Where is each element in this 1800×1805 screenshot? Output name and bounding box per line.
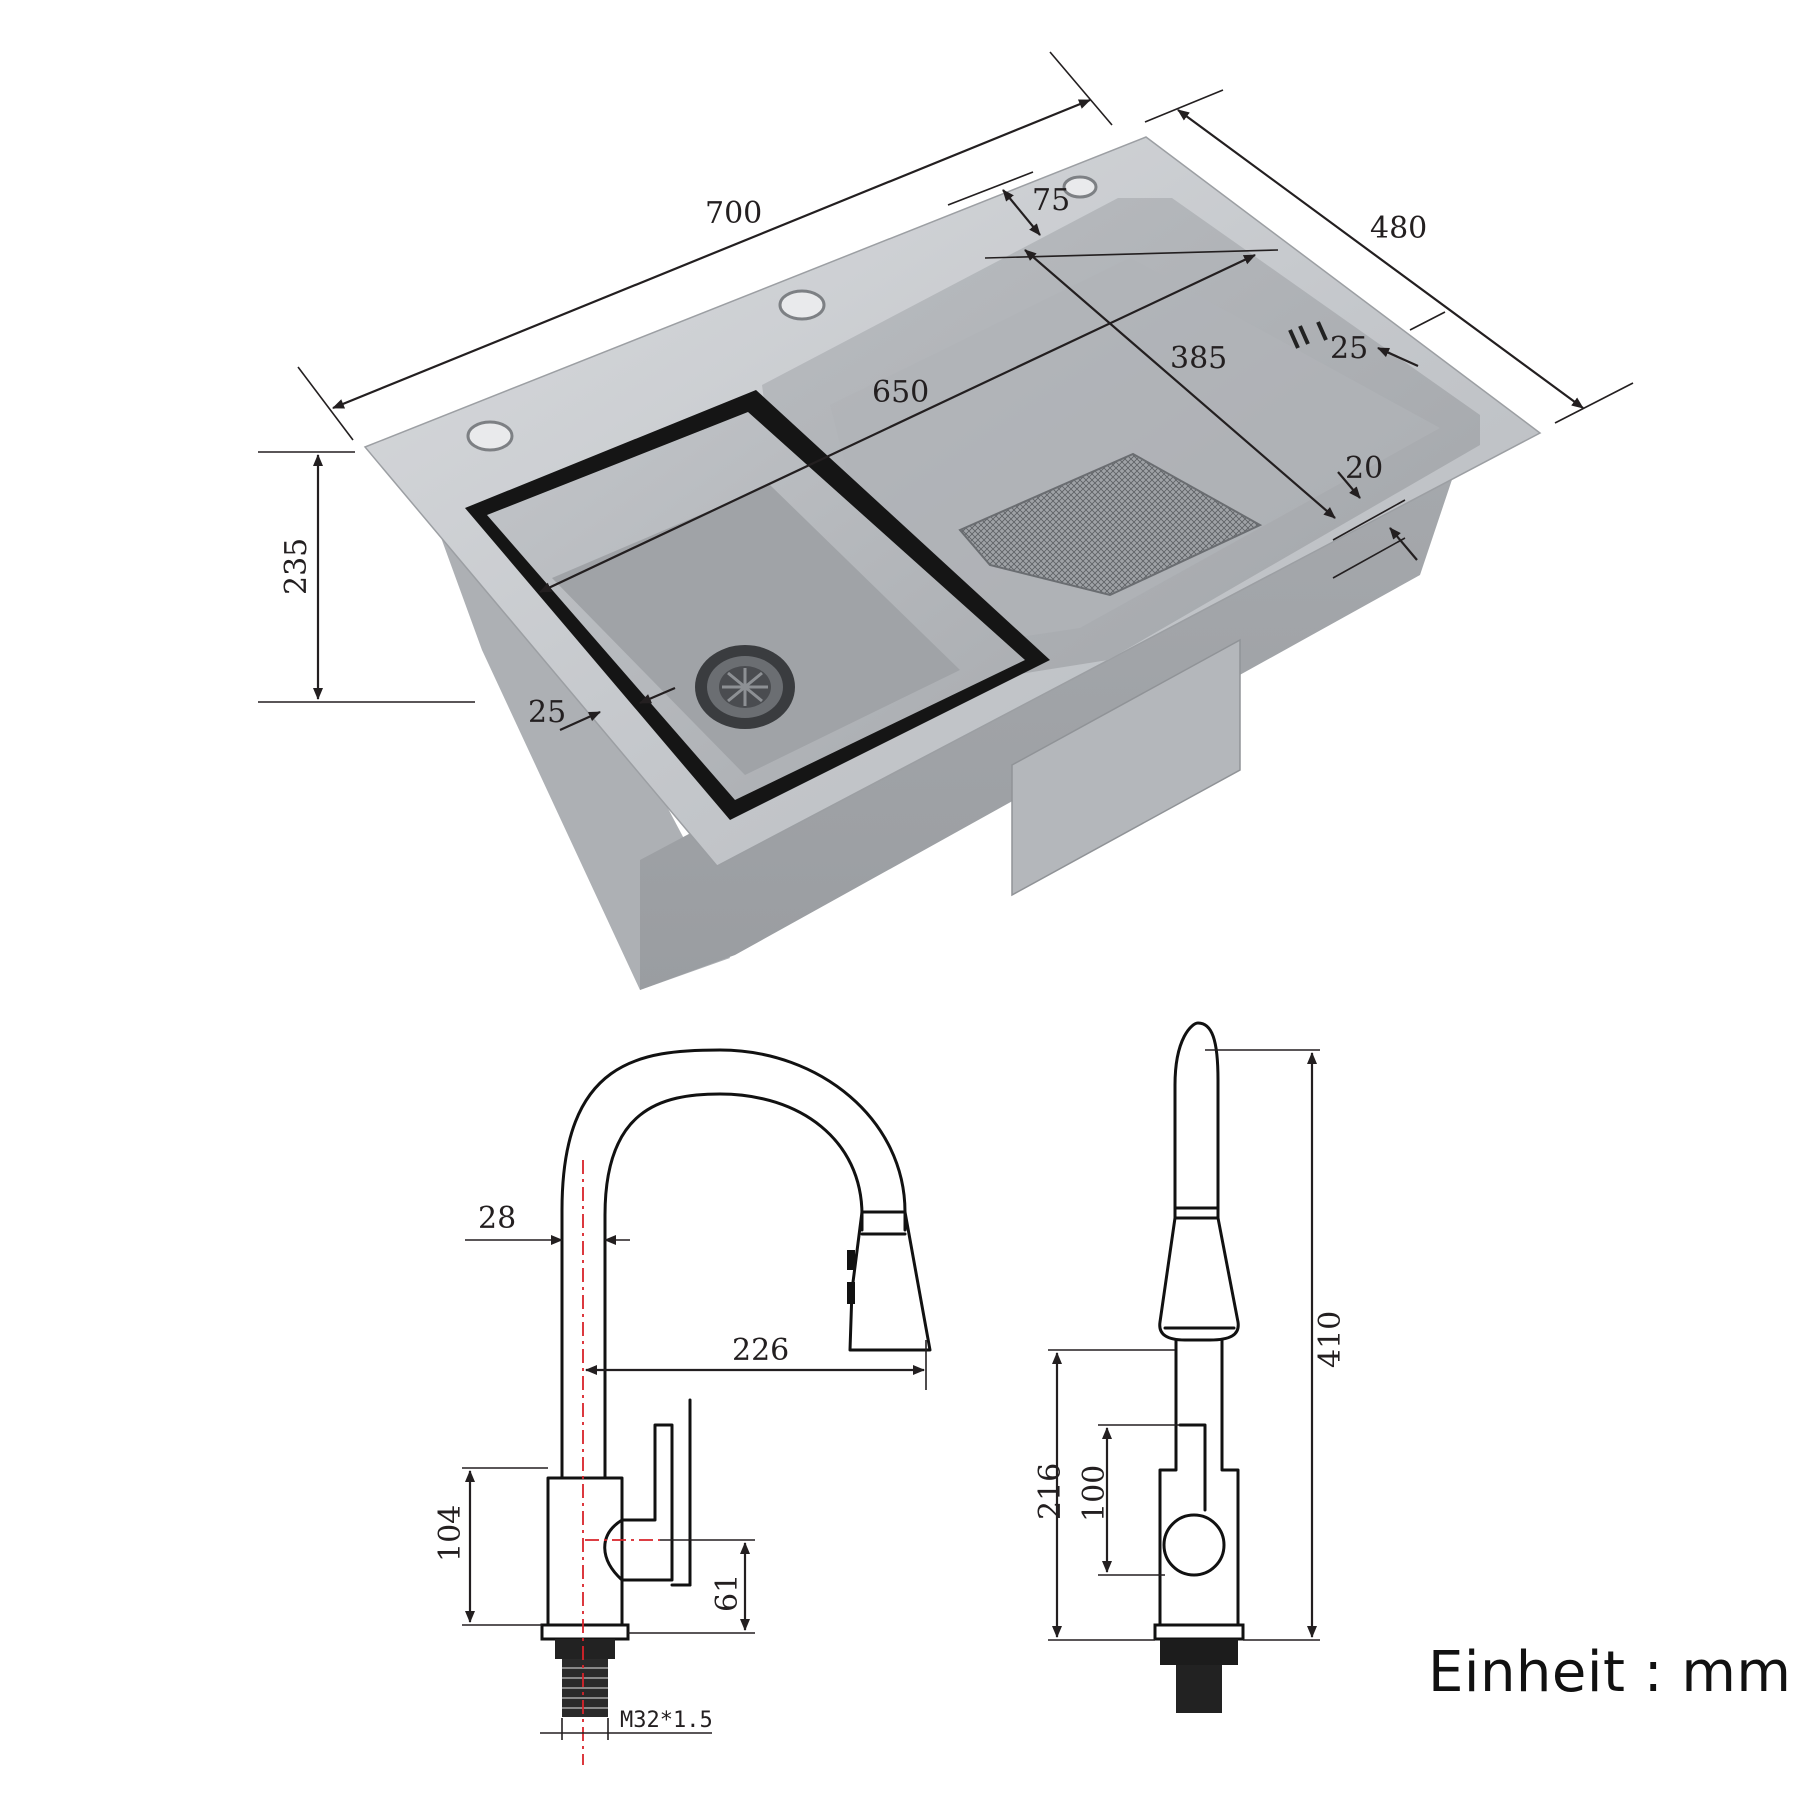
front-panel-recess [1011, 638, 1241, 897]
ext-line-480-bottom [1554, 382, 1634, 424]
sink-illustration [363, 136, 1542, 990]
drain-icon [695, 645, 795, 729]
ext-line-700-right [1049, 51, 1113, 126]
ext-line-20-b [1332, 537, 1406, 579]
dim-total-height: 410 [1313, 1311, 1348, 1368]
faucet-handle [603, 1423, 674, 1582]
dim-depth: 235 [279, 538, 314, 595]
dim-line-20-b [1389, 527, 1418, 561]
ext-line-25-right [1409, 311, 1446, 331]
dim-handle-height: 61 [710, 1574, 745, 1612]
faucet-side-body [1158, 1338, 1240, 1627]
faucet-side-view [1153, 1021, 1245, 1713]
dim-line-25-left [559, 710, 601, 732]
faucet-side-lever [1178, 1423, 1207, 1512]
faucet-spout [560, 1048, 907, 1480]
dim-thread: M32*1.5 [620, 1708, 713, 1733]
dim-width: 480 [1370, 211, 1427, 246]
dim-body-height: 104 [433, 1505, 468, 1562]
ext-line-700-left [297, 366, 354, 441]
side-nut [1160, 1639, 1238, 1665]
faucet-side-dimensions: 410 216 100 [1033, 1049, 1348, 1641]
dim-rim-front: 20 [1345, 451, 1383, 486]
faucet-front-dimensions: 28 226 104 61 M32*1.5 [433, 1201, 927, 1740]
spray-button-icon [847, 1282, 855, 1304]
dim-line-75 [1002, 189, 1041, 236]
ext-line-20-a [1332, 499, 1406, 541]
dim-line-25-right [1377, 346, 1419, 368]
thread-lines [562, 1667, 608, 1709]
dim-rim-right: 25 [1330, 331, 1368, 366]
dim-length: 700 [705, 196, 762, 231]
dim-line-20 [1337, 471, 1361, 499]
ext-line-75-top [947, 171, 1034, 206]
dim-spout-diameter: 28 [478, 1201, 516, 1236]
faucet-body [546, 1476, 624, 1627]
dim-inner-length: 650 [872, 375, 929, 410]
dim-rim-back: 75 [1032, 183, 1070, 218]
spray-button-icon [847, 1250, 855, 1270]
dim-line-700 [332, 98, 1091, 410]
dim-inner-width: 385 [1170, 341, 1227, 376]
side-base-ring [1153, 1623, 1245, 1641]
ext-line-480-top [1144, 89, 1224, 123]
dim-outlet-height: 216 [1033, 1463, 1068, 1520]
dim-line-385 [1024, 249, 1336, 519]
dim-line-25-left-b [639, 686, 676, 705]
faucet-thread-nut [555, 1639, 615, 1659]
dim-rim-left: 25 [528, 695, 566, 730]
side-thread [1176, 1665, 1222, 1713]
sink-dimension-lines: 700 480 235 650 75 385 25 20 [258, 51, 1634, 732]
dim-handle-top: 100 [1077, 1465, 1112, 1522]
faucet-front-view [540, 1048, 932, 1765]
dim-reach: 226 [732, 1333, 789, 1368]
faucet-base-ring [540, 1623, 630, 1641]
unit-label: Einheit : mm [1428, 1640, 1792, 1705]
faucet-side-handle-knob [1162, 1513, 1226, 1577]
faucet-side-head [1158, 1216, 1240, 1342]
dim-line-480 [1177, 109, 1584, 409]
faucet-side-spout [1173, 1021, 1220, 1220]
